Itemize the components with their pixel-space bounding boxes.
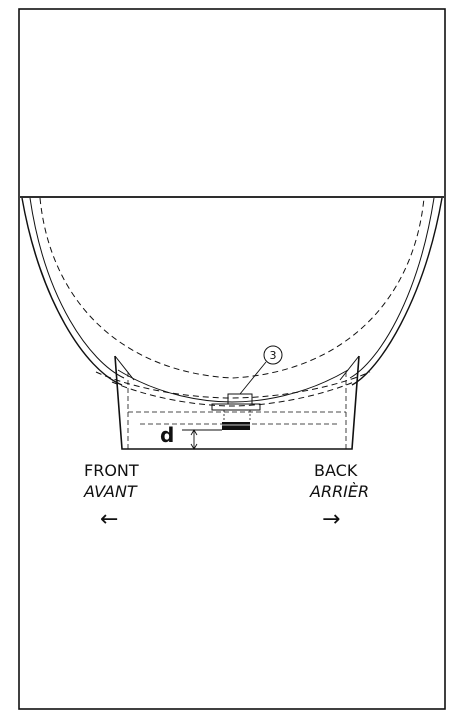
front-label-en: FRONT	[84, 461, 139, 480]
tub-basin-dashed-outer	[39, 197, 425, 379]
drain-trap	[222, 422, 250, 430]
back-arrow-icon: →	[322, 507, 340, 532]
dimension-label: d	[160, 423, 174, 447]
tub-basin-solid-floor	[117, 369, 349, 403]
tub-basin-dashed-bottom	[95, 371, 371, 399]
support-right-brace	[339, 355, 360, 381]
dimension-arrow-up	[190, 429, 198, 436]
callout-circle	[263, 345, 283, 365]
page-border	[18, 8, 446, 710]
front-label-fr: AVANT	[83, 482, 138, 501]
callout-number: 3	[270, 349, 277, 362]
back-label-fr: ARRIÈR	[309, 482, 369, 501]
tub-basin-dashed-floor	[111, 381, 355, 407]
tub-outer-left-curve	[21, 197, 123, 386]
front-arrow-icon: ←	[100, 507, 118, 532]
back-label-en: BACK	[314, 461, 358, 480]
drain-body	[227, 393, 253, 405]
dimension-arrow-down	[190, 443, 198, 450]
tub-outer-right-inner-curve	[349, 197, 435, 379]
support-left-brace	[114, 355, 135, 381]
drain-flange	[211, 403, 261, 411]
callout-leader	[239, 361, 267, 395]
tub-outer-right-curve	[351, 197, 443, 386]
tub-outer-left-inner-curve	[29, 197, 125, 379]
support-frame	[114, 355, 360, 450]
